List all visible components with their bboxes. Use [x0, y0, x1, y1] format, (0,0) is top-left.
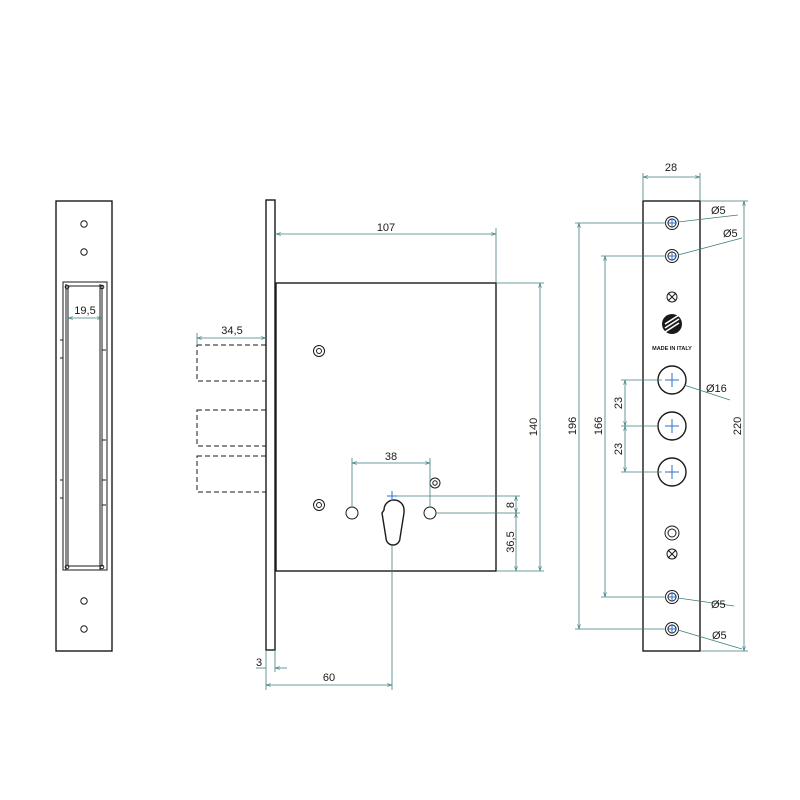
cylinder-mount-hole	[345, 506, 359, 520]
cylinder-keyhole	[381, 499, 405, 546]
dim-keyhole-offset: 8	[505, 502, 517, 508]
case-screw	[429, 477, 441, 489]
dim-strike-width: 19,5	[74, 305, 95, 317]
dim-bolt-diameter: Ø16	[706, 383, 727, 395]
screw-hole	[665, 249, 679, 263]
dim-screw-hole-top-1: Ø5	[711, 205, 726, 217]
strike-plate: 19,5	[55, 200, 113, 652]
phillips-screw-icon	[666, 291, 678, 303]
dim-bolt-throw: 34,5	[221, 325, 242, 337]
dim-keyhole-to-bottom: 36,5	[505, 531, 517, 552]
brand-text: MADE IN ITALY	[652, 346, 692, 352]
dim-backset: 60	[323, 672, 335, 684]
deadbolts	[196, 344, 267, 493]
strike-screw-hole	[80, 597, 88, 605]
dim-outer-holes: 196	[567, 417, 579, 435]
bolt-hole	[657, 365, 687, 395]
case-screw	[313, 345, 325, 357]
dim-case-depth: 107	[377, 222, 395, 234]
dim-bolt-pitch-upper: 23	[613, 397, 625, 409]
brand-logo-icon	[662, 314, 682, 334]
strike-screw-hole	[80, 248, 88, 256]
dim-faceplate-length: 220	[732, 417, 744, 435]
dim-case-height: 140	[528, 418, 540, 436]
screw-hole	[665, 622, 679, 636]
dim-faceplate-width: 28	[665, 162, 677, 174]
screw-hole	[665, 590, 679, 604]
latch-hole	[664, 525, 680, 541]
screw-hole	[665, 216, 679, 230]
dim-screw-hole-bottom-2: Ø5	[712, 630, 727, 642]
strike-screw-hole	[80, 220, 88, 228]
lock-body: 107 34,5 38 8 36,5 140 3 60	[196, 199, 544, 690]
strike-box	[60, 281, 108, 571]
faceplate-front: MADE IN ITALY	[567, 162, 748, 652]
bolt-hole	[657, 457, 687, 487]
bolt-hole	[657, 411, 687, 441]
dim-inner-holes: 166	[593, 417, 605, 435]
cylinder-mount-hole	[423, 506, 437, 520]
lock-case	[275, 282, 497, 572]
dim-bolt-pitch-lower: 23	[613, 443, 625, 455]
lock-faceplate-side	[265, 199, 276, 651]
phillips-screw-icon	[666, 548, 678, 560]
dim-cylinder-holes: 38	[385, 451, 397, 463]
strike-screw-hole	[80, 625, 88, 633]
case-screw	[313, 499, 325, 511]
dim-screw-hole-top-2: Ø5	[723, 228, 738, 240]
dim-faceplate-thickness: 3	[256, 657, 262, 669]
dim-screw-hole-bottom-1: Ø5	[711, 599, 726, 611]
